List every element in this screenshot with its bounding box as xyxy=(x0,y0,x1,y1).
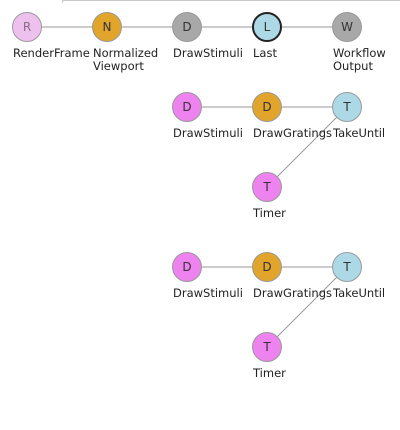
panel-top-edge xyxy=(62,0,400,3)
label-timer-1: Timer xyxy=(253,206,286,220)
node-drawgratings-2[interactable]: D xyxy=(252,252,282,282)
node-drawstimuli-1[interactable]: D xyxy=(172,12,202,42)
label-workflow-output: Workflow Output xyxy=(333,46,386,73)
label-drawgratings-1: DrawGratings xyxy=(253,126,333,140)
label-drawstimuli-3: DrawStimuli xyxy=(173,286,243,300)
label-drawstimuli-1: DrawStimuli xyxy=(173,46,243,60)
node-drawstimuli-2[interactable]: D xyxy=(172,92,202,122)
label-normalized-viewport: Normalized Viewport xyxy=(93,46,159,73)
node-takeuntil-2[interactable]: T xyxy=(332,252,362,282)
node-normalized-viewport[interactable]: N xyxy=(92,12,122,42)
label-drawgratings-2: DrawGratings xyxy=(253,286,333,300)
edge-timer-takeuntil-1 xyxy=(266,106,348,188)
label-takeuntil-1: TakeUntil xyxy=(333,126,386,140)
node-drawstimuli-3[interactable]: D xyxy=(172,252,202,282)
label-takeuntil-2: TakeUntil xyxy=(333,286,386,300)
node-drawgratings-1[interactable]: D xyxy=(252,92,282,122)
label-renderframe: RenderFrame xyxy=(13,46,90,60)
label-drawstimuli-2: DrawStimuli xyxy=(173,126,243,140)
node-timer-1[interactable]: T xyxy=(252,172,282,202)
node-timer-2[interactable]: T xyxy=(252,332,282,362)
label-timer-2: Timer xyxy=(253,366,286,380)
node-last[interactable]: L xyxy=(252,12,282,42)
node-workflow-output[interactable]: W xyxy=(332,12,362,42)
node-takeuntil-1[interactable]: T xyxy=(332,92,362,122)
node-renderframe[interactable]: R xyxy=(12,12,42,42)
edge-timer-takeuntil-2 xyxy=(266,266,348,348)
label-last: Last xyxy=(253,46,277,60)
